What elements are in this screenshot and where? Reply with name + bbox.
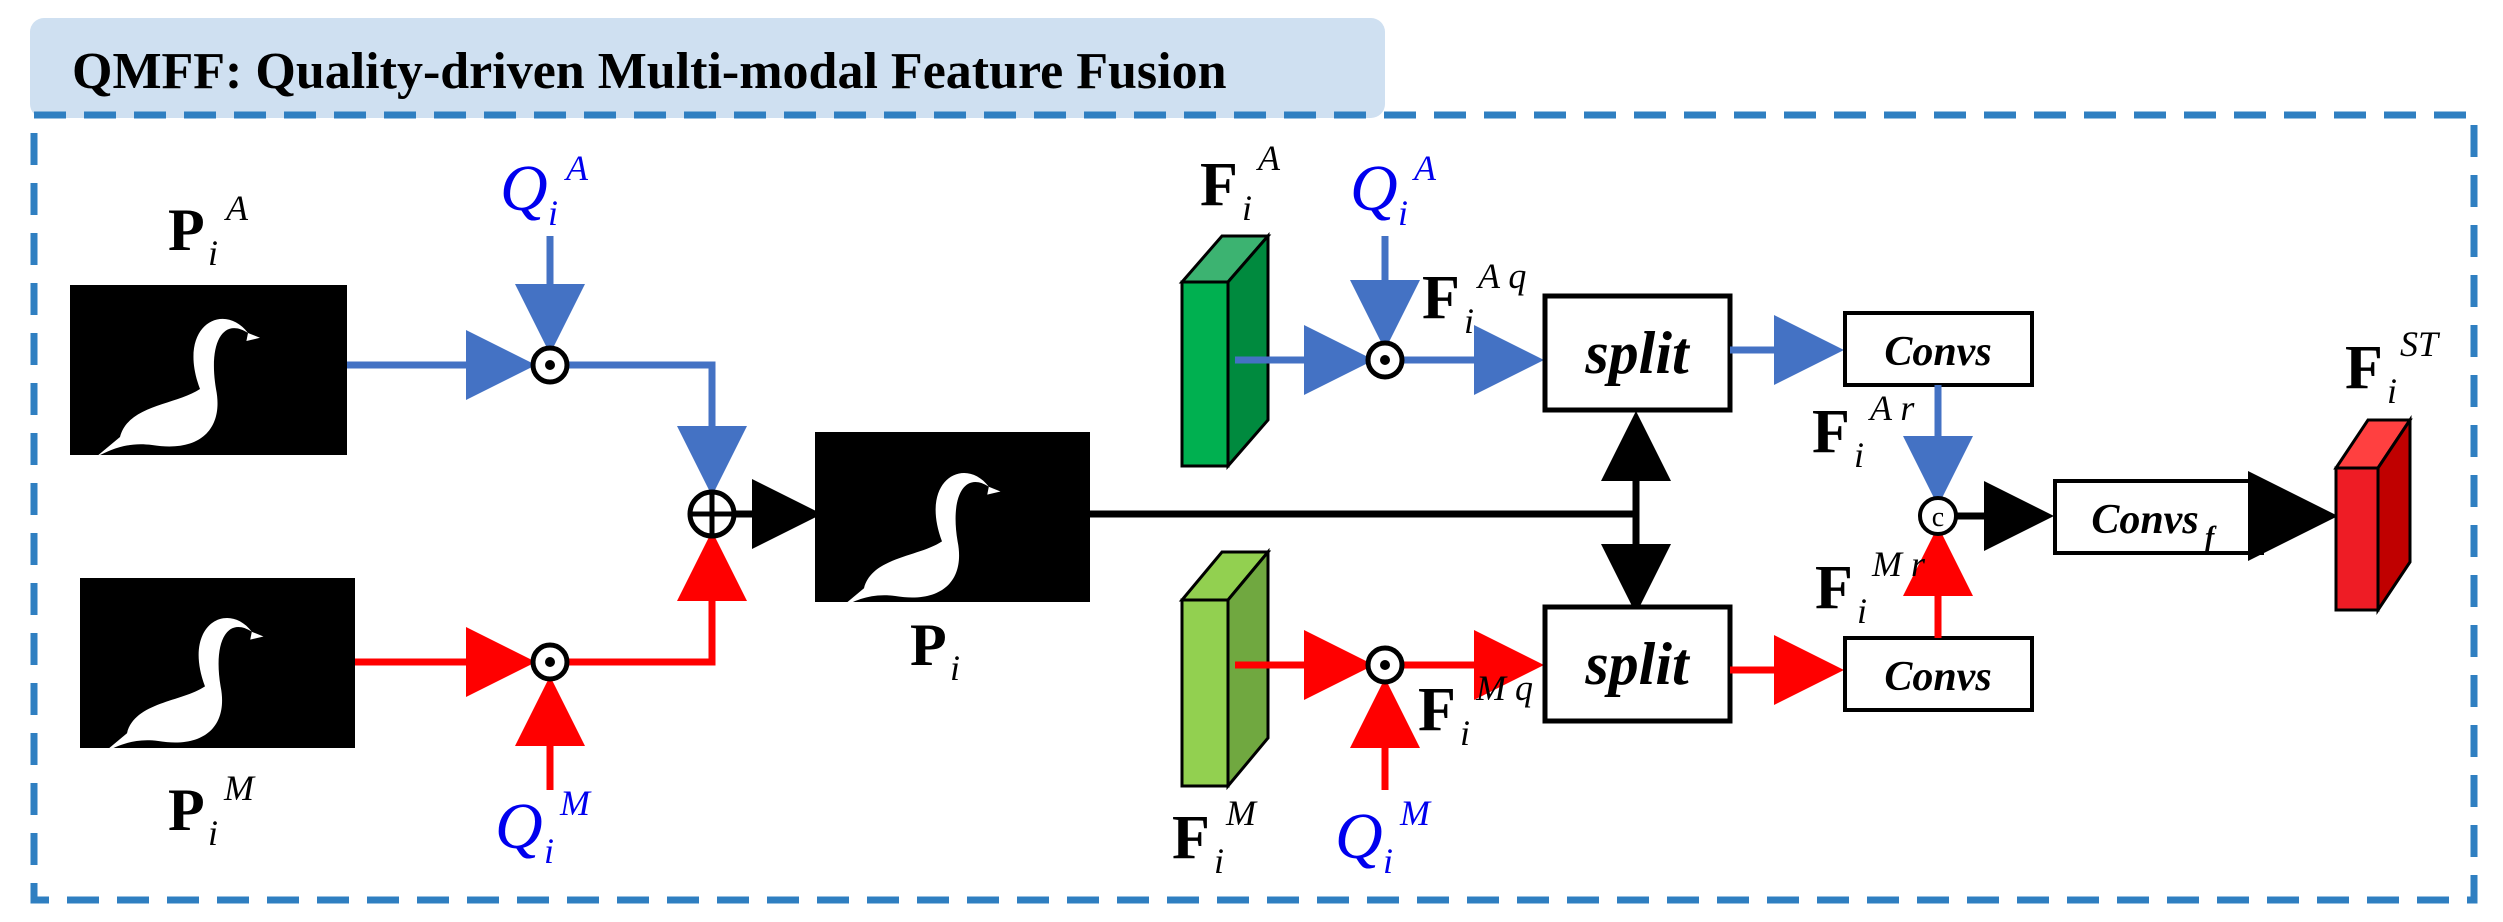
- label-q-motion-left-sup: M: [559, 783, 592, 823]
- label-f-aq-sub: i: [1464, 301, 1474, 341]
- label-q-motion-right-sub: i: [1383, 841, 1393, 881]
- label-f-ar-sup: A r: [1868, 388, 1915, 428]
- add-operator: [687, 489, 737, 539]
- svg-text:f: f: [2205, 522, 2217, 553]
- label-f-st-sub: i: [2387, 371, 2397, 411]
- svg-text:split: split: [1584, 631, 1691, 697]
- feature-block-appearance: [1178, 231, 1272, 471]
- middle-motion-flow: [1235, 630, 1544, 790]
- hadamard-operator-appearance-left: [530, 345, 570, 385]
- concat-operator: c: [1918, 496, 1958, 536]
- label-f-mr: F: [1815, 554, 1853, 622]
- hadamard-operator-appearance-right: [1365, 340, 1405, 380]
- svg-text:Convs: Convs: [1884, 654, 1991, 700]
- left-motion-flow: [355, 531, 747, 790]
- feature-block-motion: [1178, 547, 1272, 791]
- label-p-appearance-sup: A: [224, 188, 249, 228]
- middle-appearance-flow: [1235, 236, 1544, 395]
- label-q-appearance-left-sub: i: [548, 193, 558, 233]
- label-q-motion-right: Q: [1335, 800, 1383, 873]
- split-box-bottom: split: [1542, 604, 1733, 724]
- label-p-motion: P: [168, 777, 205, 843]
- label-f-motion-sub: i: [1214, 841, 1224, 881]
- label-f-mr-sub: i: [1857, 591, 1867, 631]
- module-frame: [30, 111, 2478, 904]
- label-f-ar: F: [1812, 398, 1850, 466]
- label-f-motion-sup: M: [1225, 793, 1258, 833]
- label-f-mq-sup: M q: [1475, 668, 1533, 708]
- label-p-appearance: P: [168, 197, 205, 263]
- title-banner: [30, 18, 1385, 118]
- label-q-appearance-right-sub: i: [1398, 193, 1408, 233]
- svg-text:split: split: [1584, 320, 1691, 386]
- mask-image-motion: [80, 578, 355, 753]
- label-f-ar-sub: i: [1854, 435, 1864, 475]
- label-q-motion-right-sup: M: [1399, 793, 1432, 833]
- label-f-motion: F: [1172, 804, 1210, 872]
- mask-image-fused: [815, 432, 1090, 608]
- label-p-appearance-sub: i: [208, 233, 218, 273]
- diagram-title: QMFF: Quality-driven Multi-modal Feature…: [72, 43, 1227, 100]
- left-appearance-flow: [347, 236, 747, 496]
- label-f-st-sup: ST: [2400, 324, 2441, 364]
- label-q-appearance-left: Q: [500, 152, 548, 225]
- label-q-motion-left: Q: [495, 790, 543, 863]
- label-f-mq-sub: i: [1460, 713, 1470, 753]
- svg-text:Convs: Convs: [1884, 329, 1991, 375]
- label-f-mr-sup: M r: [1871, 544, 1926, 584]
- output-block: [2333, 415, 2413, 615]
- label-q-appearance-left-sup: A: [564, 148, 589, 188]
- label-f-appearance-sup: A: [1256, 138, 1281, 178]
- label-q-motion-left-sub: i: [544, 831, 554, 871]
- convs-box-bottom: Convs: [1843, 636, 2034, 712]
- label-f-st: F: [2345, 334, 2383, 402]
- label-f-mq: F: [1418, 676, 1456, 744]
- label-q-appearance-right: Q: [1350, 152, 1398, 225]
- label-f-appearance-sub: i: [1242, 188, 1252, 228]
- label-p-motion-sup: M: [223, 768, 256, 808]
- label-p-motion-sub: i: [208, 813, 218, 853]
- svg-text:c: c: [1932, 502, 1944, 533]
- label-p-fused-sub: i: [950, 648, 960, 688]
- label-f-aq: F: [1422, 264, 1460, 332]
- label-p-fused: P: [910, 612, 947, 678]
- label-f-appearance: F: [1200, 151, 1238, 219]
- hadamard-operator-motion-left: [530, 642, 570, 682]
- convs-box-top: Convs: [1843, 311, 2034, 387]
- split-box-top: split: [1542, 293, 1733, 413]
- label-q-appearance-right-sup: A: [1412, 148, 1437, 188]
- hadamard-operator-motion-right: [1365, 645, 1405, 685]
- convs-f-box: Convs f: [2053, 479, 2264, 555]
- label-f-aq-sup: A q: [1476, 256, 1526, 296]
- svg-text:Convs: Convs: [2091, 497, 2198, 543]
- mask-image-appearance: [70, 285, 347, 457]
